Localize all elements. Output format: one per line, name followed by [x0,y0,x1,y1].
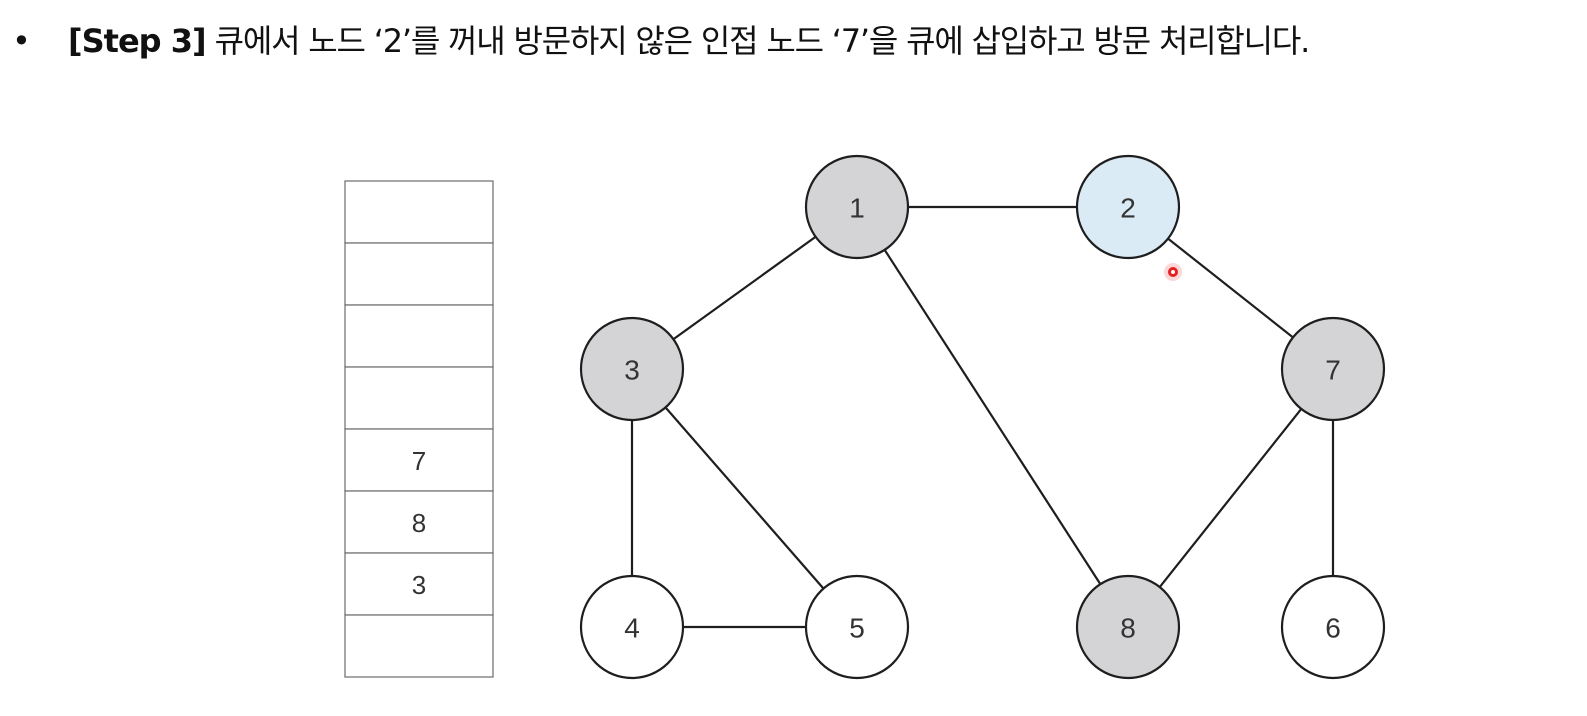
queue-slot [344,304,494,368]
node-7: 7 [1280,316,1386,422]
graph-edges [630,205,1335,629]
edge-7-8 [1126,367,1335,629]
node-6: 6 [1280,574,1386,680]
cursor-center [1171,270,1175,274]
queue-slot [344,366,494,430]
node-label: 2 [1120,193,1136,224]
node-label: 7 [1325,355,1341,386]
node-circle [1075,154,1181,260]
node-label: 5 [849,613,865,644]
node-8: 8 [1075,574,1181,680]
node-5: 5 [804,574,910,680]
queue-slot [344,180,494,244]
bullet: • [12,22,31,60]
cursor-indicator [1164,263,1182,281]
queue: 7 8 3 [344,180,494,678]
node-1: 1 [804,154,910,260]
queue-value: 3 [412,570,426,600]
node-label: 4 [624,613,640,644]
node-label: 8 [1120,613,1136,644]
node-circle [804,574,910,680]
queue-value: 8 [412,508,426,538]
node-circle [804,154,910,260]
edge-3-5 [630,367,859,629]
node-circle [1280,316,1386,422]
node-label: 3 [624,355,640,386]
graph-nodes: 1 2 3 7 4 5 8 6 [579,154,1386,680]
edge-1-8 [855,205,1130,629]
node-4: 4 [579,574,685,680]
step-description: 큐에서 노드 ‘2’를 꺼내 방문하지 않은 인접 노드 ‘7’을 큐에 삽입하… [214,22,1311,60]
queue-slot [344,242,494,306]
queue-slot [344,490,494,554]
node-circle [1280,574,1386,680]
step-label: [Step 3] [68,22,207,60]
queue-value: 7 [412,446,426,476]
queue-slot [344,552,494,616]
node-3: 3 [579,316,685,422]
node-label: 1 [849,193,865,224]
queue-slot [344,614,494,678]
step-caption: • [Step 3] 큐에서 노드 ‘2’를 꺼내 방문하지 않은 인접 노드 ‘… [12,16,1582,66]
queue-slot [344,428,494,492]
node-label: 6 [1325,613,1341,644]
node-circle [579,574,685,680]
node-2: 2 [1075,154,1181,260]
node-circle [1075,574,1181,680]
node-circle [579,316,685,422]
